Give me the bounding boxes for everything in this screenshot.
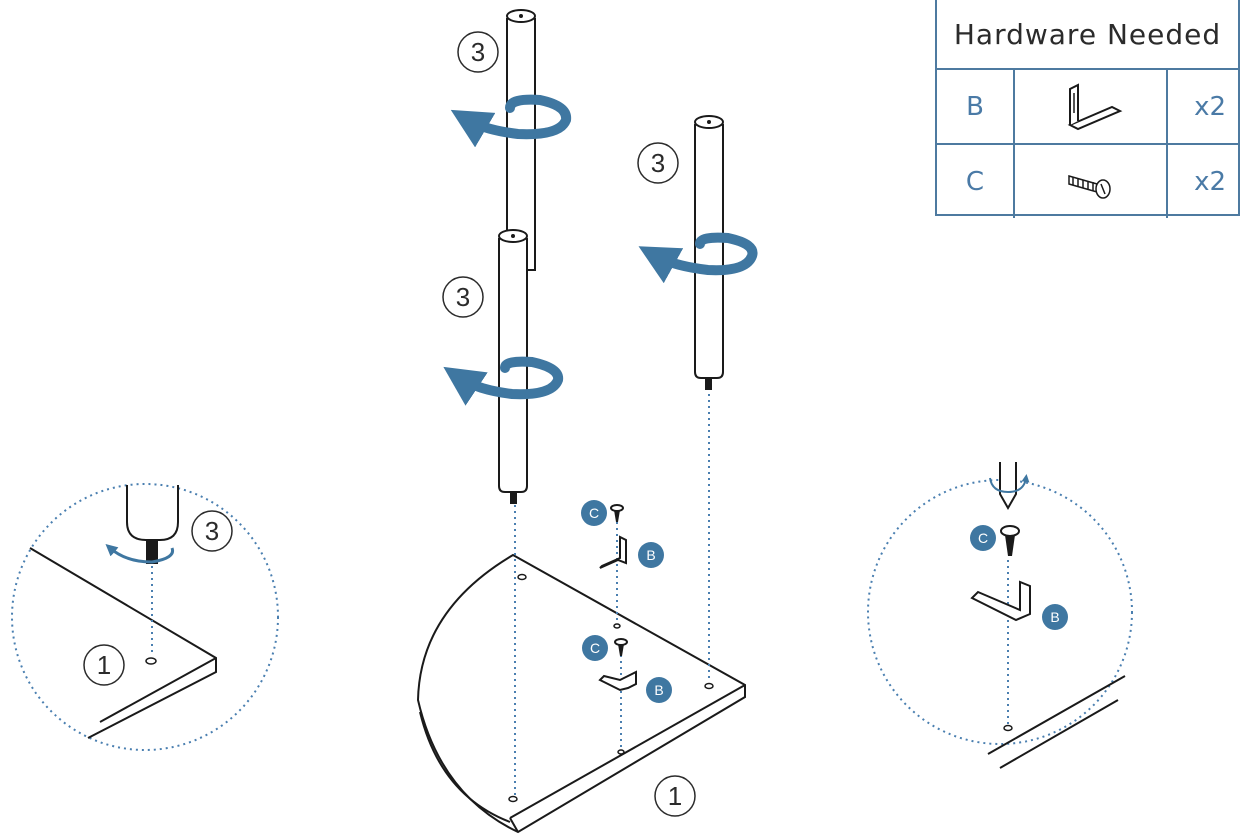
hardware-qty: x2 <box>1194 91 1226 122</box>
screw-lower <box>614 638 628 656</box>
step-circle-pole-left <box>442 276 484 318</box>
badge-bracket: B <box>646 547 655 563</box>
badge-screw: C <box>589 505 599 521</box>
screwdriver-icon <box>989 462 1030 511</box>
zoom-circle-right <box>867 479 1133 745</box>
screw-icon <box>1015 145 1168 218</box>
peg-hole-left <box>145 657 157 665</box>
bracket-detail <box>970 580 1031 622</box>
hardware-letter: B <box>937 70 1015 143</box>
peg-hole <box>508 795 518 803</box>
right-detail-zoom <box>867 462 1133 769</box>
bracket-upper <box>599 535 627 569</box>
shelf-panel <box>416 553 746 834</box>
hardware-table: Hardware Needed B x2 C x2 <box>935 0 1240 218</box>
screw-upper <box>610 504 624 522</box>
rotation-arrow-left <box>105 544 175 564</box>
hardware-row: B x2 <box>937 70 1238 143</box>
peg-hole <box>704 682 714 690</box>
step-number-badges <box>83 31 696 817</box>
rotation-arrow <box>450 94 572 148</box>
screw-detail <box>1000 525 1020 556</box>
badge-bracket: B <box>1050 609 1059 625</box>
l-bracket-icon <box>1015 70 1168 143</box>
badge-bracket: B <box>654 682 663 698</box>
pole-front-left <box>443 229 564 504</box>
screw-hole-detail <box>1003 724 1013 732</box>
hardware-row: C x2 <box>937 143 1238 218</box>
peg-hole <box>517 573 527 581</box>
hardware-table-title: Hardware Needed <box>937 0 1238 70</box>
step-circle-base-main <box>654 775 696 817</box>
pole-right <box>638 115 758 390</box>
step-number: 1 <box>668 781 682 811</box>
alignment-guides <box>514 388 710 795</box>
step-circle-detail-left <box>191 510 233 552</box>
step-number: 1 <box>97 650 111 680</box>
pole-end-detail-left <box>105 485 179 652</box>
hardware-qty: x2 <box>1194 166 1226 197</box>
zoom-circle-left <box>11 483 279 751</box>
hardware-letter: C <box>937 145 1015 218</box>
step-number: 3 <box>471 37 485 67</box>
badge-screw: C <box>590 640 600 656</box>
badge-screw: C <box>978 530 988 546</box>
step-circle-pole-top <box>457 31 499 73</box>
screw-hole <box>617 749 625 755</box>
hardware-badges <box>581 500 1068 703</box>
step-number: 3 <box>205 516 219 546</box>
rotation-arrow <box>638 232 758 284</box>
left-detail-zoom <box>11 483 279 751</box>
step-circle-base-left <box>83 644 125 686</box>
bracket-lower <box>598 670 637 692</box>
step-number: 3 <box>651 148 665 178</box>
screw-hole <box>613 623 621 629</box>
step-circle-pole-right <box>637 142 679 184</box>
rotation-arrow <box>443 356 564 406</box>
shelf-corner-detail-left <box>29 547 217 739</box>
step-number: 3 <box>456 282 470 312</box>
